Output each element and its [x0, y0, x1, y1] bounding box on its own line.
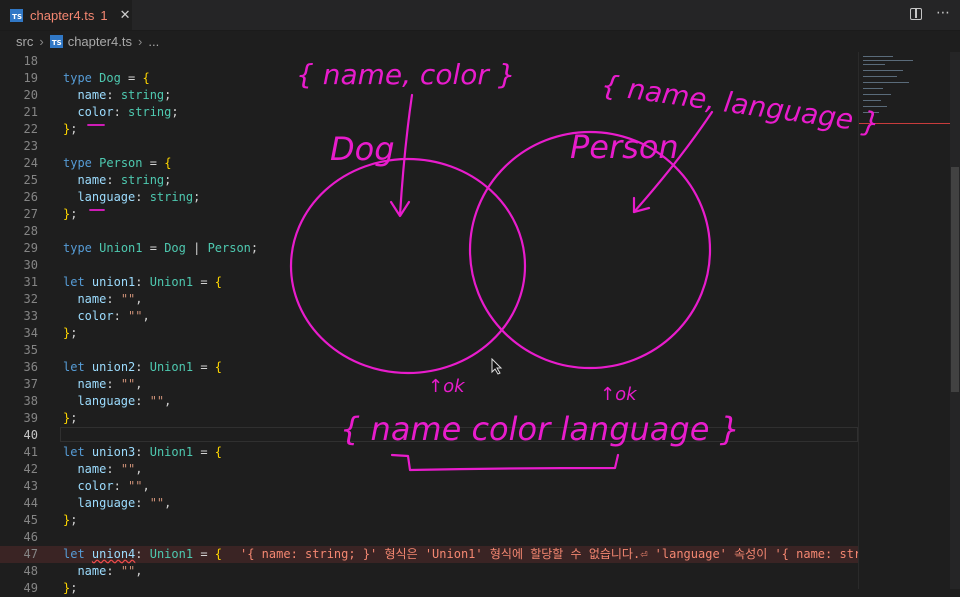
code-line: 43 color: "",: [23, 479, 150, 493]
ts-icon: TS: [10, 8, 23, 22]
minimap-line: [863, 64, 885, 65]
close-icon[interactable]: ✕: [119, 7, 131, 23]
scrollbar-thumb[interactable]: [951, 167, 959, 392]
minimap-line: [863, 76, 897, 77]
minimap-error-marker: [859, 123, 951, 124]
code-line: 27};: [23, 207, 78, 221]
breadcrumb: src › TS chapter4.ts › ...: [0, 30, 960, 52]
code-line: 44 language: "",: [23, 496, 172, 510]
error-squiggle[interactable]: union4: [91, 547, 136, 561]
inline-error-message: '{ name: string; }' 형식은 'Union1' 형식에 할당할…: [240, 547, 912, 561]
mouse-cursor-icon: [491, 358, 503, 375]
minimap-line: [863, 106, 887, 107]
code-line: 38 language: "",: [23, 394, 172, 408]
code-line: 48 name: "",: [23, 564, 143, 578]
vertical-scrollbar[interactable]: [950, 52, 960, 589]
code-line: 26 language: string;: [23, 190, 201, 204]
breadcrumb-folder[interactable]: src: [16, 33, 34, 49]
code-line: 37 name: "",: [23, 377, 143, 391]
code-line: 46: [23, 530, 38, 544]
minimap-line: [863, 100, 881, 101]
minimap-line: [863, 94, 891, 95]
tab-bar: TS chapter4.ts 1 ✕ ⋯: [0, 0, 960, 31]
tab-title: chapter4.ts: [30, 7, 95, 23]
chevron-right-icon: ›: [39, 33, 44, 49]
code-line: 25 name: string;: [23, 173, 172, 187]
minimap-line: [863, 70, 903, 71]
code-line: 28: [23, 224, 38, 238]
code-line: 23: [23, 139, 38, 153]
minimap-line: [863, 88, 883, 89]
code-line: 20 name: string;: [23, 88, 172, 102]
breadcrumb-file[interactable]: chapter4.ts: [67, 33, 133, 49]
problem-count-badge: 1: [100, 7, 108, 23]
current-line-highlight: [60, 427, 858, 442]
code-line: 30: [23, 258, 38, 272]
code-line: 33 color: "",: [23, 309, 150, 323]
more-actions-icon[interactable]: ⋯: [936, 5, 950, 21]
code-line-current: 40: [0, 427, 858, 444]
code-line: 42 name: "",: [23, 462, 143, 476]
code-line: 22};: [23, 122, 78, 136]
code-line: 35: [23, 343, 38, 357]
code-line: 21 color: string;: [23, 105, 179, 119]
minimap-line: [863, 56, 893, 57]
tab-chapter4[interactable]: TS chapter4.ts 1 ✕: [0, 0, 132, 30]
code-line: 39};: [23, 411, 78, 425]
minimap-line: [863, 82, 909, 83]
code-line: 34};: [23, 326, 78, 340]
ts-icon: TS: [49, 34, 63, 48]
minimap[interactable]: [858, 52, 951, 589]
minimap-line: [863, 60, 913, 61]
code-line: 32 name: "",: [23, 292, 143, 306]
split-editor-icon[interactable]: [910, 8, 922, 20]
editor-actions: ⋯: [910, 5, 950, 21]
code-line: 45};: [23, 513, 78, 527]
code-line: 18: [23, 54, 38, 68]
breadcrumb-symbol[interactable]: ...: [148, 33, 160, 49]
chevron-right-icon: ›: [138, 33, 143, 49]
minimap-line: [863, 112, 879, 113]
